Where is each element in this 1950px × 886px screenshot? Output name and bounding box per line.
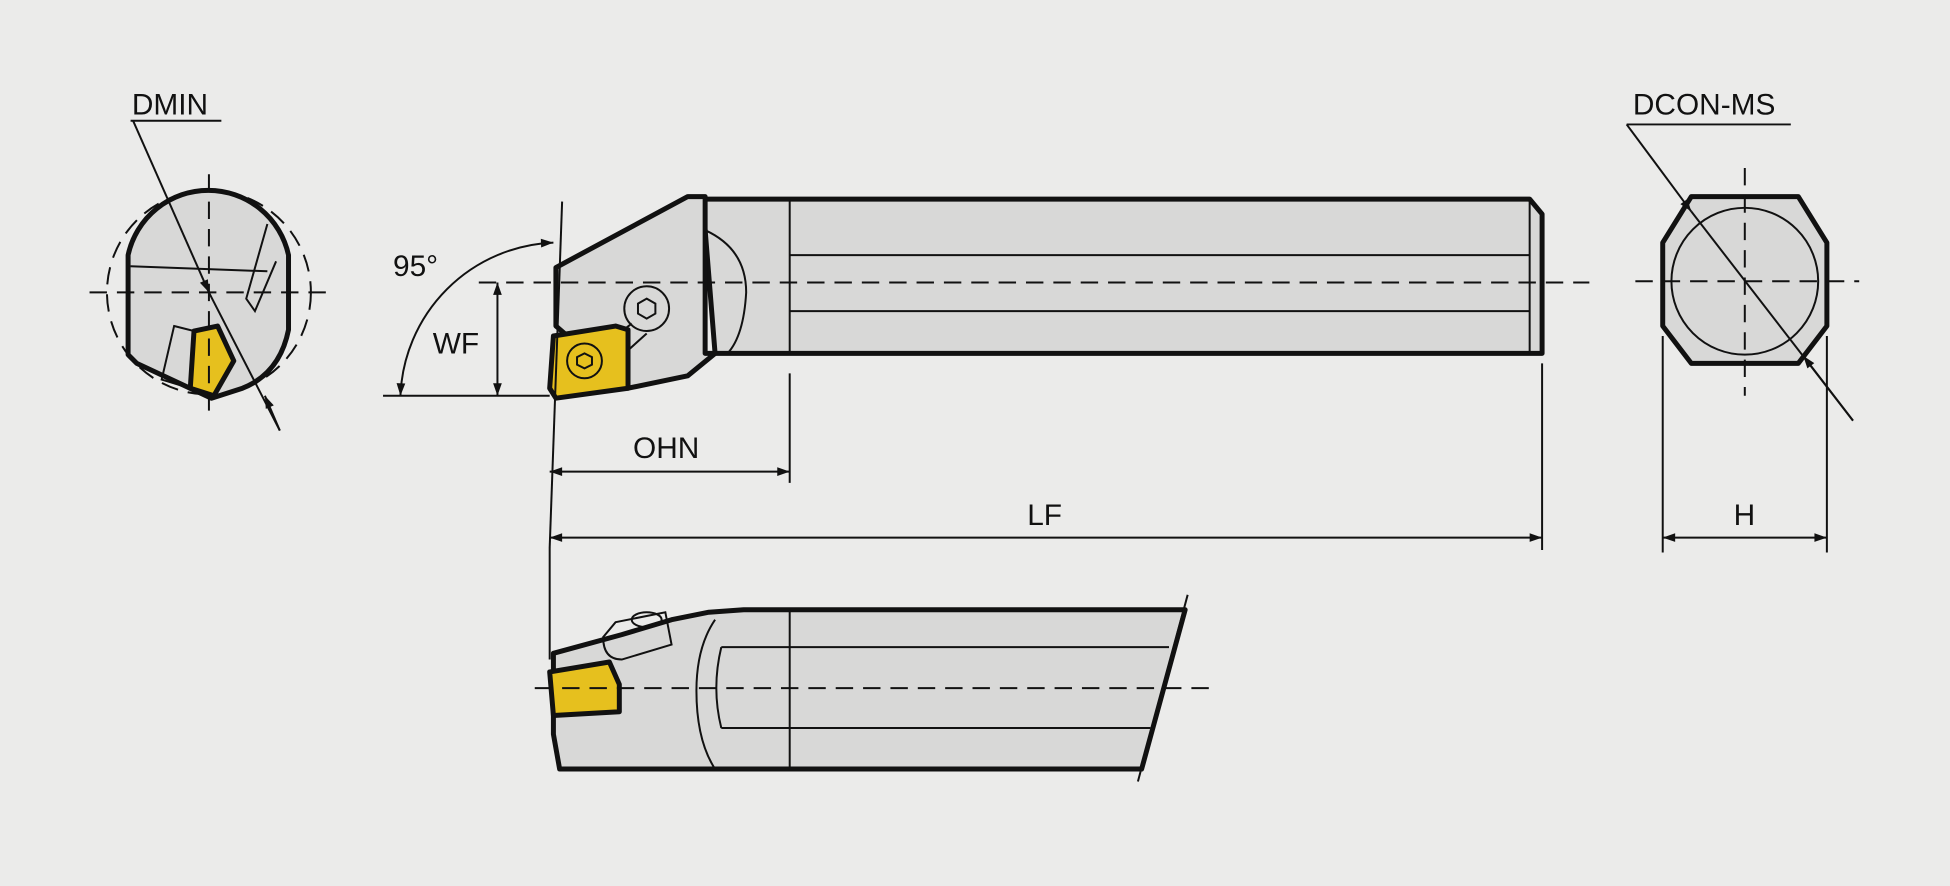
- dcon-ms-label: DCON-MS: [1633, 88, 1776, 121]
- angle-label: 95°: [393, 250, 438, 283]
- end-view-left: DMIN: [89, 88, 326, 432]
- shank: [700, 196, 1545, 356]
- dmin-label: DMIN: [132, 88, 208, 121]
- bottom-shank: [550, 607, 1188, 772]
- dcon-leader: [1625, 123, 1693, 213]
- end-view-right: DCON-MS H: [1625, 88, 1860, 553]
- bottom-insert: [547, 659, 622, 719]
- insert: [547, 323, 631, 401]
- side-view-top: 95° WF OHN LF: [383, 194, 1590, 551]
- dmin-leader: [132, 120, 210, 293]
- wf-label: WF: [433, 327, 479, 360]
- angle-arc: [396, 238, 554, 396]
- ohn-label: OHN: [633, 432, 699, 465]
- lf-label: LF: [1027, 499, 1062, 532]
- side-view-bottom: [534, 547, 1219, 782]
- h-label: H: [1734, 499, 1756, 532]
